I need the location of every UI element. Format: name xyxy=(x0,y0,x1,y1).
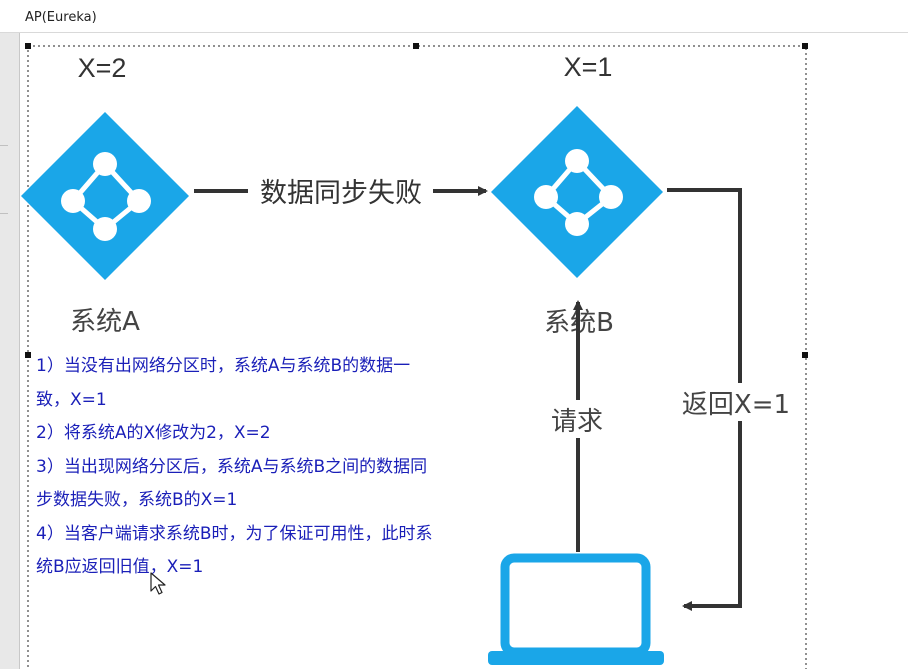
note-line: 统B应返回旧值，X=1 xyxy=(36,557,204,577)
panel-divider xyxy=(0,145,8,146)
mouse-cursor-icon xyxy=(150,572,166,595)
window-title: AP(Eureka) xyxy=(25,10,97,25)
note-line: 1）当没有出网络分区时，系统A与系统B的数据一 xyxy=(36,356,411,376)
request-label: 请求 xyxy=(551,407,603,437)
title-bar: AP(Eureka) xyxy=(0,0,908,33)
system-b-value: X=1 xyxy=(564,52,613,82)
note-line: 4）当客户端请求系统B时，为了保证可用性，此时系 xyxy=(36,523,433,544)
resize-handle[interactable] xyxy=(25,43,31,49)
note-line: 3）当出现网络分区后，系统A与系统B之间的数据同 xyxy=(36,456,428,477)
system-a-label: 系统A xyxy=(70,307,140,337)
resize-handle[interactable] xyxy=(25,352,31,358)
system-a-diamond xyxy=(21,112,189,280)
return-label: 返回X=1 xyxy=(682,390,790,420)
laptop-icon xyxy=(488,553,664,665)
note-line: 步数据失败，系统B的X=1 xyxy=(36,490,238,510)
notes-text-box[interactable]: 1）当没有出网络分区时，系统A与系统B的数据一 致，X=1 2）将系统A的X修改… xyxy=(36,350,506,585)
system-b-node xyxy=(491,106,663,278)
network-icon xyxy=(534,149,623,236)
resize-handle[interactable] xyxy=(802,352,808,358)
note-line: 致，X=1 xyxy=(36,389,107,410)
note-line: 2）将系统A的X修改为2，X=2 xyxy=(36,423,271,443)
network-icon xyxy=(61,152,151,241)
canvas-area[interactable] xyxy=(19,33,908,669)
left-panel-strip xyxy=(0,33,19,669)
selection-frame[interactable] xyxy=(25,43,808,669)
resize-handle[interactable] xyxy=(413,43,419,49)
system-a-node xyxy=(21,112,189,280)
panel-divider xyxy=(0,213,8,214)
sync-failed-label: 数据同步失败 xyxy=(260,178,422,209)
resize-handle[interactable] xyxy=(802,43,808,49)
system-b-diamond xyxy=(491,106,663,278)
system-a-value: X=2 xyxy=(78,53,127,83)
